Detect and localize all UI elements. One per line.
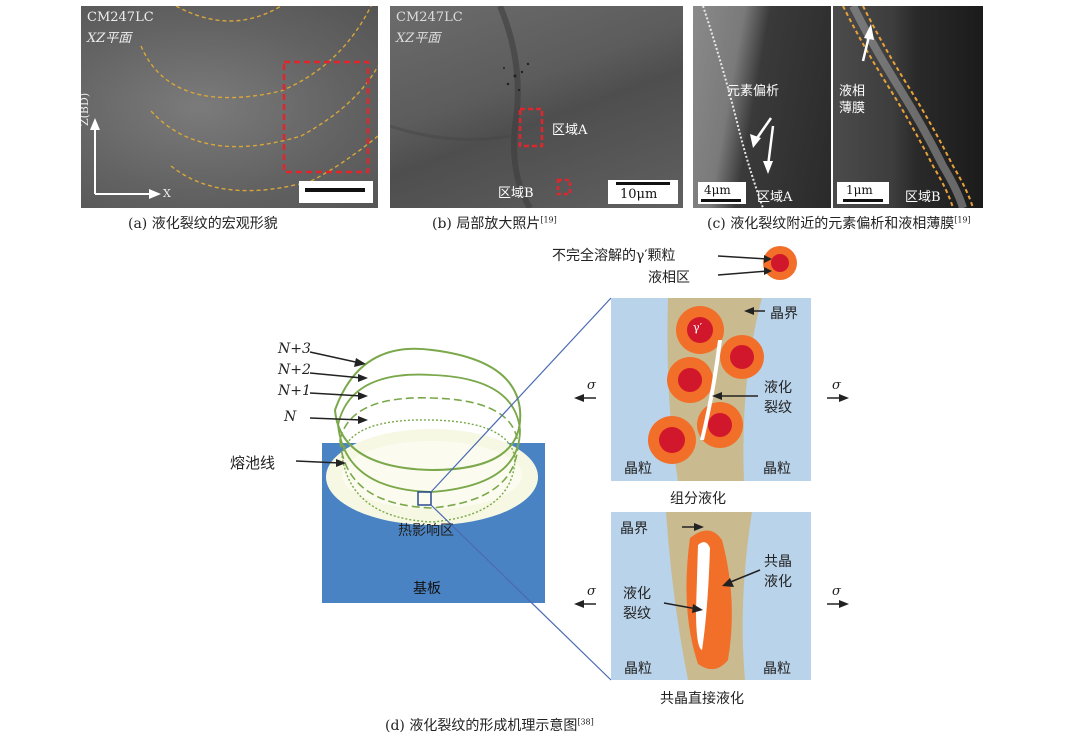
axis-x-label: X — [163, 187, 171, 200]
grain-left-label: 晶粒 — [624, 661, 652, 677]
alloy-label: CM247LC — [396, 10, 463, 25]
region-label: 区域A — [757, 190, 793, 205]
eutectic-label: 共晶液化 — [764, 554, 792, 590]
upper-box-title: 组分液化 — [670, 491, 726, 507]
grain-boundary-label: 晶界 — [620, 521, 648, 537]
plane-label: XZ平面 — [396, 31, 441, 46]
layer-label-n3: N+3 — [278, 341, 311, 357]
layer-label-n1: N+1 — [278, 383, 311, 399]
micrograph-b: CM247LC XZ平面 区域A 区域B 10μm — [390, 6, 683, 208]
caption-b-ref: [19] — [540, 215, 557, 225]
stress-symbol: σ — [587, 378, 596, 393]
layer-n3 — [333, 347, 522, 472]
crack-label: 液化裂纹 — [623, 586, 651, 622]
micrograph-c-left: 元素偏析 4μm 区域A — [693, 6, 831, 208]
grain-left-label: 晶粒 — [624, 461, 652, 477]
grain-right-label: 晶粒 — [763, 661, 791, 677]
grain-boundary-label: 晶界 — [770, 306, 798, 322]
crack-label: 液化裂纹 — [764, 380, 792, 416]
lower-box-title: 共晶直接液化 — [660, 691, 744, 707]
scale-bar-label: 4μm — [704, 183, 731, 197]
scale-bar-label: 1μm — [846, 183, 873, 197]
micrograph-c-right: 液相薄膜 1μm 区域B — [833, 6, 983, 208]
caption-d: (d) 液化裂纹的形成机理示意图[38] — [385, 715, 594, 735]
gamma-prime-label: γ′ — [693, 321, 703, 334]
legend-liquid-label: 液相区 — [648, 270, 690, 286]
segregation-boundary — [698, 6, 775, 208]
alloy-label: CM247LC — [87, 10, 154, 25]
zoom-box — [417, 491, 432, 506]
stress-symbol: σ — [587, 584, 596, 599]
stress-symbol: σ — [832, 584, 841, 599]
layer-label-n2: N+2 — [278, 362, 311, 378]
micrograph-a: CM247LC XZ平面 Z(BD) X — [81, 6, 378, 208]
grain-right-label: 晶粒 — [763, 461, 791, 477]
region-a-label: 区域A — [552, 123, 588, 138]
caption-b-text: (b) 局部放大照片 — [432, 216, 541, 232]
fusion-line-label: 熔池线 — [230, 454, 276, 472]
caption-c-ref: [19] — [954, 215, 971, 225]
substrate-label: 基板 — [413, 581, 441, 597]
caption-d-ref: [38] — [577, 717, 594, 727]
segregation-label: 元素偏析 — [727, 84, 780, 99]
grain-texture — [390, 6, 678, 208]
stress-symbol: σ — [832, 378, 841, 393]
caption-c-text: (c) 液化裂纹附近的元素偏析和液相薄膜 — [707, 216, 955, 232]
scale-bar-label: 10μm — [620, 187, 658, 202]
caption-c: (c) 液化裂纹附近的元素偏析和液相薄膜[19] — [707, 213, 971, 233]
plane-label: XZ平面 — [87, 31, 132, 46]
caption-a: (a) 液化裂纹的宏观形貌 — [128, 216, 278, 232]
layer-label-n: N — [284, 409, 297, 425]
caption-d-text: (d) 液化裂纹的形成机理示意图 — [385, 718, 578, 734]
region-b-label: 区域B — [498, 186, 534, 201]
melt-pool-boundaries — [90, 6, 378, 203]
liquid-film-label: 液相薄膜 — [839, 84, 866, 116]
caption-b: (b) 局部放大照片[19] — [432, 213, 557, 233]
haz-label: 热影响区 — [398, 523, 454, 539]
region-label: 区域B — [905, 190, 941, 205]
legend-particle-core — [771, 254, 789, 272]
liquid-film — [837, 6, 974, 208]
legend-particle-label: 不完全溶解的γ′颗粒 — [552, 248, 676, 264]
